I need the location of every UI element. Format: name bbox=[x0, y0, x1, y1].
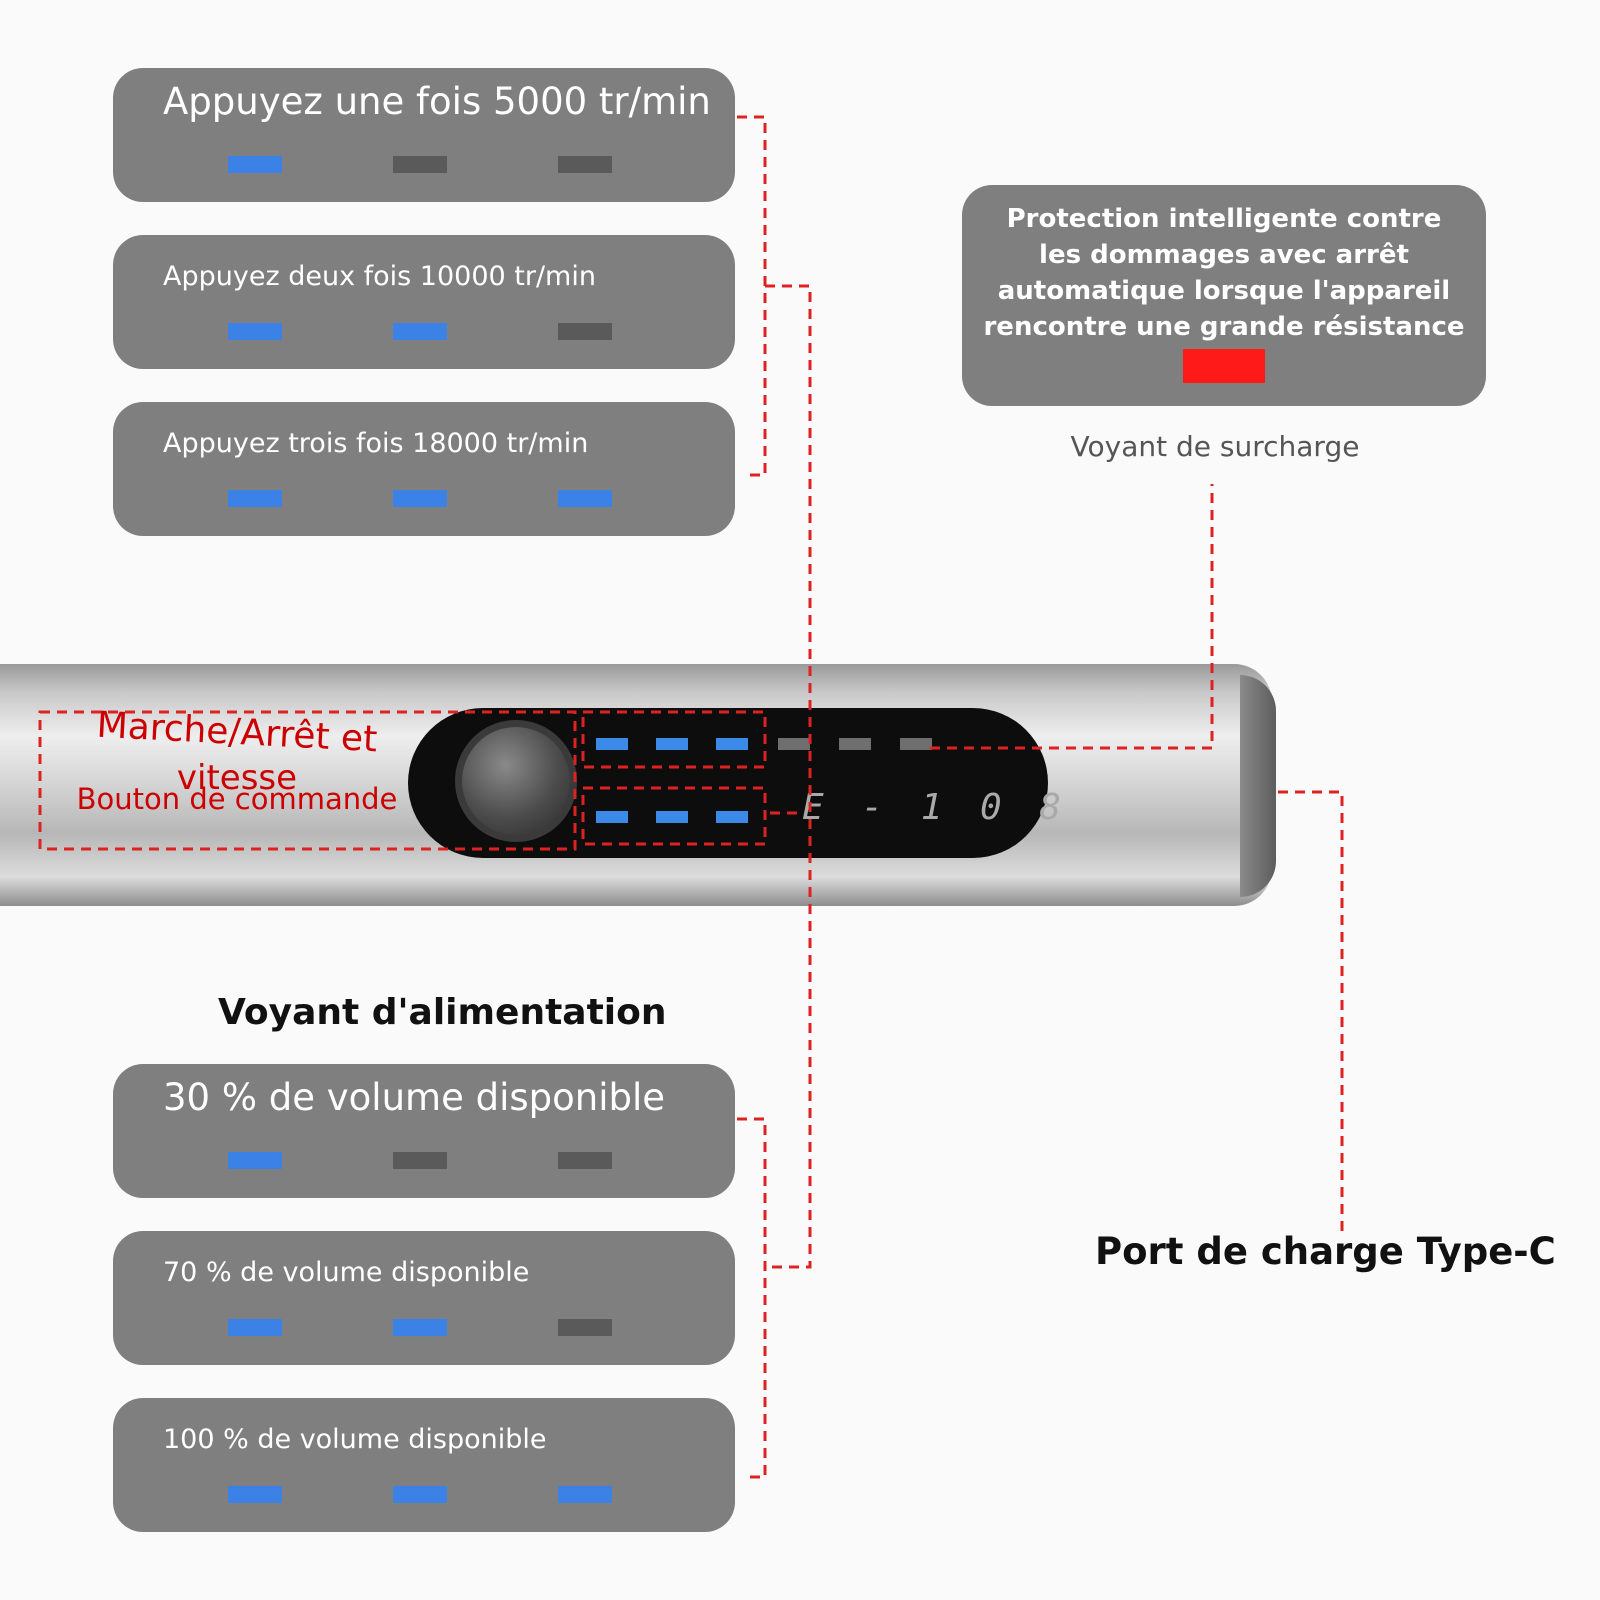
speed-panel-2-label: Appuyez deux fois 10000 tr/min bbox=[163, 261, 596, 292]
protection-text: Protection intelligente contre les domma… bbox=[983, 204, 1465, 342]
speed-display-led bbox=[716, 738, 748, 750]
speed-display-led bbox=[596, 738, 628, 750]
battery-indicator-led bbox=[558, 1319, 612, 1336]
speed-indicator-led bbox=[228, 490, 282, 507]
battery-indicator-led bbox=[393, 1486, 447, 1503]
overload-led bbox=[1183, 349, 1265, 383]
speed-indicator-led bbox=[558, 490, 612, 507]
port-connector-line bbox=[1278, 790, 1344, 1238]
battery-indicator-led bbox=[558, 1486, 612, 1503]
speed-indicator-led bbox=[228, 323, 282, 340]
overload-display-led bbox=[778, 738, 810, 750]
overload-display-led bbox=[900, 738, 932, 750]
power-indicator-heading: Voyant d'alimentation bbox=[218, 992, 667, 1033]
overload-caption: Voyant de surcharge bbox=[1070, 430, 1360, 463]
speed-indicator-led bbox=[393, 156, 447, 173]
battery-panel-1: 30 % de volume disponible bbox=[113, 1064, 735, 1198]
speed-panel-1: Appuyez une fois 5000 tr/min bbox=[113, 68, 735, 202]
battery-indicator-led bbox=[228, 1486, 282, 1503]
speed-panels-bracket bbox=[737, 115, 767, 477]
battery-panel-3-label: 100 % de volume disponible bbox=[163, 1424, 547, 1455]
battery-panel-2: 70 % de volume disponible bbox=[113, 1231, 735, 1365]
battery-display-led bbox=[716, 811, 748, 823]
button-label-line3: Bouton de commande bbox=[76, 782, 398, 816]
battery-indicator-led bbox=[393, 1152, 447, 1169]
speed-panel-3-label: Appuyez trois fois 18000 tr/min bbox=[163, 428, 589, 459]
battery-panel-3: 100 % de volume disponible bbox=[113, 1398, 735, 1532]
button-label-line2: vitesse bbox=[176, 758, 298, 798]
protection-panel: Protection intelligente contre les domma… bbox=[962, 185, 1486, 406]
control-knob bbox=[455, 720, 577, 842]
battery-panel-1-label: 30 % de volume disponible bbox=[163, 1076, 666, 1119]
battery-panels-bracket bbox=[737, 1117, 767, 1479]
battery-display-led bbox=[596, 811, 628, 823]
speed-indicator-led bbox=[558, 156, 612, 173]
charging-port-label: Port de charge Type-C bbox=[1095, 1230, 1556, 1273]
battery-indicator-led bbox=[228, 1319, 282, 1336]
battery-indicator-led bbox=[558, 1152, 612, 1169]
center-connector-line bbox=[765, 284, 812, 1269]
button-callout-box bbox=[38, 710, 577, 851]
speed-panel-1-label: Appuyez une fois 5000 tr/min bbox=[163, 80, 711, 123]
speed-indicator-led bbox=[393, 490, 447, 507]
speed-indicator-led bbox=[393, 323, 447, 340]
speed-panel-2: Appuyez deux fois 10000 tr/min bbox=[113, 235, 735, 369]
model-number: E - 1 0 8 bbox=[802, 787, 1070, 828]
battery-indicator-led bbox=[393, 1319, 447, 1336]
battery-indicator-led bbox=[228, 1152, 282, 1169]
overload-display-led bbox=[839, 738, 871, 750]
speed-leds-callout-box bbox=[581, 710, 767, 769]
overload-connector-line bbox=[930, 484, 1214, 750]
battery-leds-callout-box bbox=[581, 786, 767, 846]
speed-panel-3: Appuyez trois fois 18000 tr/min bbox=[113, 402, 735, 536]
speed-indicator-led bbox=[228, 156, 282, 173]
device-end-cap bbox=[1240, 675, 1276, 897]
speed-indicator-led bbox=[558, 323, 612, 340]
battery-panel-2-label: 70 % de volume disponible bbox=[163, 1257, 530, 1288]
speed-display-led bbox=[656, 738, 688, 750]
battery-display-led bbox=[656, 811, 688, 823]
